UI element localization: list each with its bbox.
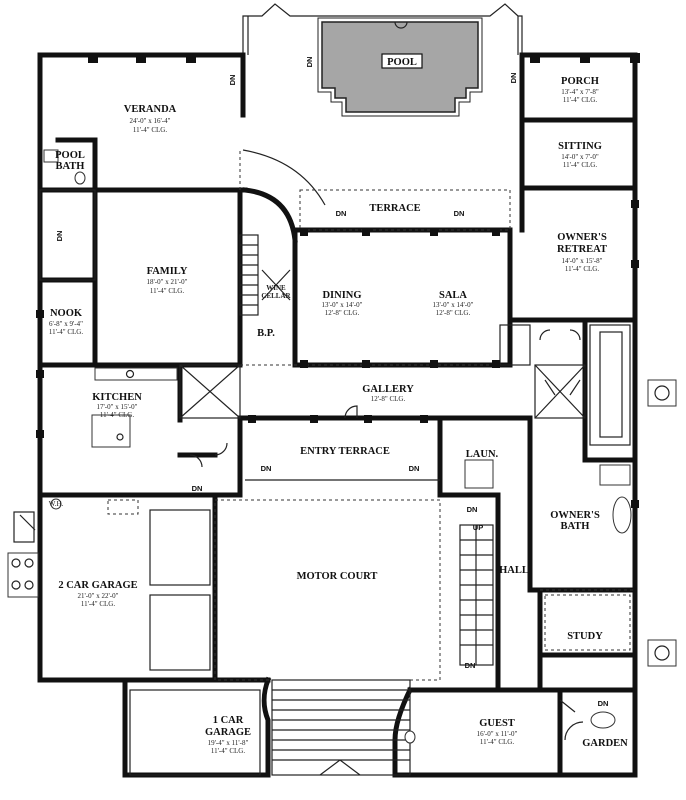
svg-text:11'-4" CLG.: 11'-4" CLG.: [563, 161, 597, 169]
gallery-label: GALLERY 12'-8" CLG.: [362, 384, 414, 403]
svg-text:1 CAR: 1 CAR: [213, 715, 244, 726]
svg-text:11'-4" CLG.: 11'-4" CLG.: [133, 126, 167, 134]
up-marker: UP: [473, 523, 483, 532]
owners-retreat-label: OWNER'S RETREAT 14'-0" x 15'-8" 11'-4" C…: [557, 232, 607, 273]
svg-text:19'-4" x 11'-8": 19'-4" x 11'-8": [208, 739, 249, 747]
svg-text:11'-4" CLG.: 11'-4" CLG.: [150, 287, 184, 295]
pool-label: POOL: [387, 57, 417, 68]
svg-text:POOL: POOL: [55, 150, 85, 161]
dn-marker: DN: [465, 661, 476, 670]
dn-marker: DN: [228, 75, 237, 86]
pool: POOL: [317, 17, 483, 117]
svg-text:OWNER'S: OWNER'S: [550, 510, 600, 521]
garage1-label: 1 CAR GARAGE 19'-4" x 11'-8" 11'-4" CLG.: [205, 715, 251, 755]
fixtures: W.H.: [7, 149, 677, 744]
svg-text:NOOK: NOOK: [50, 308, 83, 319]
dn-marker: DN: [192, 484, 203, 493]
dn-marker: DN: [336, 209, 347, 218]
room-labels: VERANDA 24'-0" x 16'-4" 11'-4" CLG. POOL…: [49, 76, 628, 755]
svg-text:11'-4" CLG.: 11'-4" CLG.: [211, 747, 245, 755]
sitting-label: SITTING 14'-0" x 7'-0" 11'-4" CLG.: [558, 141, 602, 169]
svg-text:13'-4" x 7'-8": 13'-4" x 7'-8": [561, 88, 599, 96]
porch-label: PORCH 13'-4" x 7'-8" 11'-4" CLG.: [561, 76, 599, 104]
svg-text:BATH: BATH: [56, 161, 85, 172]
entry-terrace-label: ENTRY TERRACE: [300, 446, 390, 457]
doors: [13, 329, 584, 776]
wine-cellar-label: WINE CELLAR: [261, 284, 291, 300]
svg-text:11'-4" CLG.: 11'-4" CLG.: [49, 328, 83, 336]
study-label: STUDY: [567, 631, 603, 642]
dn-marker: DN: [509, 73, 518, 84]
svg-text:6'-8" x 9'-4": 6'-8" x 9'-4": [49, 320, 83, 328]
stairs: [239, 234, 494, 776]
kitchen-island: [91, 414, 131, 448]
terrace-label: TERRACE: [369, 203, 420, 214]
bp-label: B.P.: [257, 328, 275, 339]
nook-label: NOOK 6'-8" x 9'-4" 11'-4" CLG.: [49, 308, 83, 336]
svg-text:11'-4" CLG.: 11'-4" CLG.: [480, 738, 514, 746]
guest-label: GUEST 16'-0" x 11'-0" 11'-4" CLG.: [477, 718, 518, 746]
dn-marker: DN: [261, 464, 272, 473]
garden-label: GARDEN: [582, 738, 628, 749]
svg-text:14'-0" x 15'-8": 14'-0" x 15'-8": [562, 257, 603, 265]
owners-bath-label: OWNER'S BATH: [550, 510, 600, 532]
pool-label-box: [381, 53, 423, 69]
svg-text:12'-8" CLG.: 12'-8" CLG.: [325, 309, 360, 317]
dn-marker: DN: [454, 209, 465, 218]
columns: [36, 53, 640, 508]
dn-marker: DN: [305, 57, 314, 68]
svg-text:SITTING: SITTING: [558, 141, 602, 152]
motor-court-label: MOTOR COURT: [297, 571, 378, 582]
svg-text:PORCH: PORCH: [561, 76, 599, 87]
svg-text:SALA: SALA: [439, 290, 467, 301]
svg-text:12'-8" CLG.: 12'-8" CLG.: [436, 309, 471, 317]
interior-lines: [39, 150, 635, 776]
svg-text:24'-0" x 16'-4": 24'-0" x 16'-4": [130, 117, 171, 125]
pool-deck-walls: [242, 3, 523, 55]
svg-text:11'-4" CLG.: 11'-4" CLG.: [563, 96, 597, 104]
dn-marker: DN: [55, 231, 64, 242]
dn-marker: DN: [409, 464, 420, 473]
svg-text:11'-4" CLG.: 11'-4" CLG.: [100, 411, 134, 419]
svg-text:13'-0" x 14'-0": 13'-0" x 14'-0": [322, 301, 363, 309]
svg-text:FAMILY: FAMILY: [147, 266, 188, 277]
garage2-label: 2 CAR GARAGE 21'-0" x 22'-0" 11'-4" CLG.: [58, 580, 137, 608]
svg-text:KITCHEN: KITCHEN: [92, 392, 142, 403]
hall-label: HALL: [499, 565, 529, 576]
veranda-label: VERANDA 24'-0" x 16'-4" 11'-4" CLG.: [124, 104, 177, 134]
stair-markers: DN DN DN DN DN DN DN DN DN DN UP DN DN: [55, 57, 608, 708]
svg-text:BATH: BATH: [561, 521, 590, 532]
svg-text:VERANDA: VERANDA: [124, 104, 177, 115]
svg-text:21'-0" x 22'-0": 21'-0" x 22'-0": [78, 592, 119, 600]
svg-text:OWNER'S: OWNER'S: [557, 232, 607, 243]
svg-text:WINE: WINE: [266, 284, 286, 292]
svg-text:11'-4" CLG.: 11'-4" CLG.: [81, 600, 115, 608]
pool-bath-label: POOL BATH: [55, 150, 85, 172]
kitchen-label: KITCHEN 17'-0" x 15'-0" 11'-4" CLG.: [92, 392, 142, 419]
dn-marker: DN: [598, 699, 609, 708]
svg-text:13'-0" x 14'-0": 13'-0" x 14'-0": [433, 301, 474, 309]
water-heater-label: W.H.: [49, 500, 64, 508]
svg-text:17'-0" x 15'-0": 17'-0" x 15'-0": [97, 403, 138, 411]
svg-text:GUEST: GUEST: [479, 718, 515, 729]
dining-label: DINING 13'-0" x 14'-0" 12'-8" CLG.: [322, 290, 363, 317]
svg-text:RETREAT: RETREAT: [557, 244, 607, 255]
svg-text:18'-0" x 21'-0": 18'-0" x 21'-0": [147, 278, 188, 286]
laundry-label: LAUN.: [466, 449, 499, 460]
sala-label: SALA 13'-0" x 14'-0" 12'-8" CLG.: [433, 290, 474, 317]
svg-text:11'-4" CLG.: 11'-4" CLG.: [565, 265, 599, 273]
family-label: FAMILY 18'-0" x 21'-0" 11'-4" CLG.: [147, 266, 188, 295]
svg-text:2 CAR GARAGE: 2 CAR GARAGE: [58, 580, 137, 591]
svg-text:16'-0" x 11'-0": 16'-0" x 11'-0": [477, 730, 518, 738]
svg-text:14'-0" x 7'-0": 14'-0" x 7'-0": [561, 153, 599, 161]
svg-text:DINING: DINING: [322, 290, 361, 301]
dn-marker: DN: [467, 505, 478, 514]
svg-text:GARAGE: GARAGE: [205, 727, 251, 738]
svg-text:CELLAR: CELLAR: [261, 292, 291, 300]
svg-text:GALLERY: GALLERY: [362, 384, 414, 395]
svg-text:12'-8" CLG.: 12'-8" CLG.: [371, 395, 406, 403]
